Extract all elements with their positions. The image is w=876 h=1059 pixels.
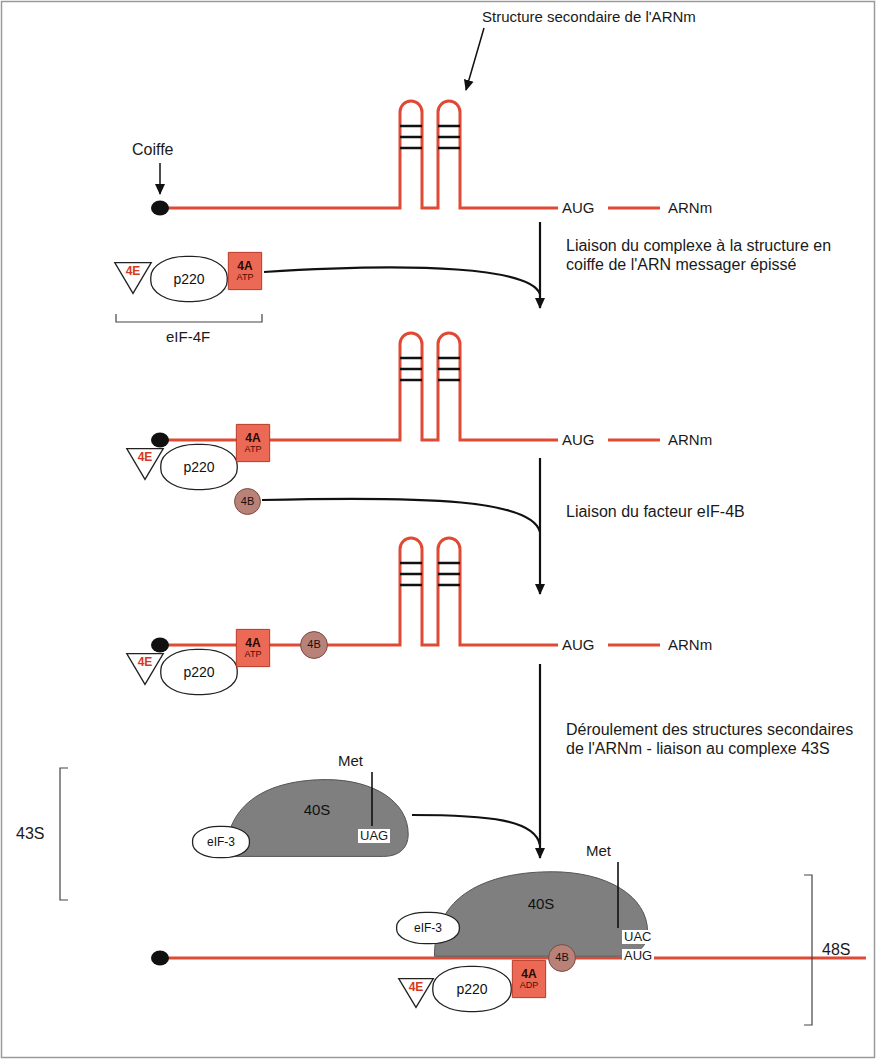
pointer [159, 163, 161, 194]
eif4e-triangle: 4E [398, 978, 434, 1008]
nucleotide-label: ATP [245, 650, 262, 659]
amino-acid-label: Met [586, 842, 611, 860]
node-label: 4E [126, 265, 141, 278]
sequence-label: ARNm [668, 199, 712, 217]
complex-label: 48S [822, 940, 850, 959]
nucleotide-label: ADP [520, 981, 539, 990]
node-label: eIF-3 [207, 836, 235, 849]
eif4b-circle: 4B [300, 631, 328, 659]
mrna-2 [151, 333, 660, 448]
node-label: p220 [173, 272, 204, 287]
mrna-1 [151, 101, 660, 216]
node-label: 4A [237, 260, 252, 273]
sequence-label: ARNm [668, 636, 712, 654]
node-label: 40S [304, 802, 331, 818]
eif4e-triangle: 4E [114, 262, 152, 294]
eif4e-triangle: 4E [126, 653, 164, 685]
eif3-ellipse: eIF-3 [396, 912, 460, 944]
sequence-label: ARNm [668, 431, 712, 449]
node-label: 40S [528, 896, 555, 912]
step-text: Liaison du facteur eIF-4B [566, 502, 866, 521]
trna-line [617, 862, 619, 928]
nucleotide-label: ATP [237, 273, 254, 282]
node-label: 4E [138, 451, 153, 464]
node-label: p220 [456, 982, 487, 997]
complex-label: eIF-4F [166, 328, 210, 346]
node-label: p220 [183, 665, 214, 680]
node-label: 4E [409, 981, 424, 994]
p220-ellipse: p220 [160, 444, 238, 490]
ribosome-40s-outline [430, 870, 652, 958]
step-text: Liaison du complexe à la structure en co… [566, 236, 866, 274]
eif4a-box: 4AATP [236, 629, 270, 667]
node-label: 4A [245, 637, 260, 650]
complex-label: 43S [16, 824, 44, 843]
node-label: 4B [555, 952, 568, 964]
bracket [60, 768, 68, 900]
codon-label: AUG [562, 431, 595, 449]
p220-ellipse: p220 [160, 649, 238, 695]
mrna-3 [151, 538, 660, 653]
eif4b-circle: 4B [548, 944, 576, 972]
node-label: p220 [183, 460, 214, 475]
node-label: eIF-3 [414, 922, 442, 935]
anticodon-label: UAG [358, 829, 390, 843]
ribosome-40s: 40S [222, 778, 412, 858]
annotation-text: Coiffe [132, 140, 174, 159]
ribosome-40s: 40S [430, 870, 652, 958]
pointer [466, 28, 484, 90]
node-label: 4B [241, 496, 254, 508]
eif4e-triangle: 4E [126, 448, 164, 480]
node-label: 4B [307, 639, 320, 651]
codon-label: AUG [622, 949, 654, 963]
anticodon-label: UAC [622, 930, 653, 944]
eif4b-circle: 4B [234, 488, 261, 515]
eif4a-box: 4AATP [228, 252, 262, 290]
annotation-text: Structure secondaire de l'ARNm [482, 8, 696, 26]
node-label: 4A [521, 968, 536, 981]
step-arrow [539, 222, 541, 308]
step-arrow [539, 664, 541, 858]
amino-acid-label: Met [338, 752, 363, 770]
step-arrow [539, 458, 541, 594]
merge-curve [262, 499, 540, 532]
p220-ellipse: p220 [432, 966, 512, 1012]
bracket [116, 314, 262, 322]
step-text: Déroulement des structures secondaires d… [566, 720, 866, 758]
merge-curve [264, 267, 540, 294]
eif4a-box: 4AADP [512, 960, 546, 998]
codon-label: AUG [562, 199, 595, 217]
ribosome-40s-outline [222, 778, 412, 858]
p220-ellipse: p220 [150, 256, 228, 302]
merge-curve [412, 815, 540, 845]
eif3-ellipse: eIF-3 [192, 826, 250, 858]
node-label: 4E [138, 656, 153, 669]
nucleotide-label: ATP [245, 445, 262, 454]
eif4a-box: 4AATP [236, 424, 270, 462]
node-label: 4A [245, 432, 260, 445]
bracket [804, 875, 812, 1025]
trna-line [371, 772, 373, 826]
codon-label: AUG [562, 636, 595, 654]
